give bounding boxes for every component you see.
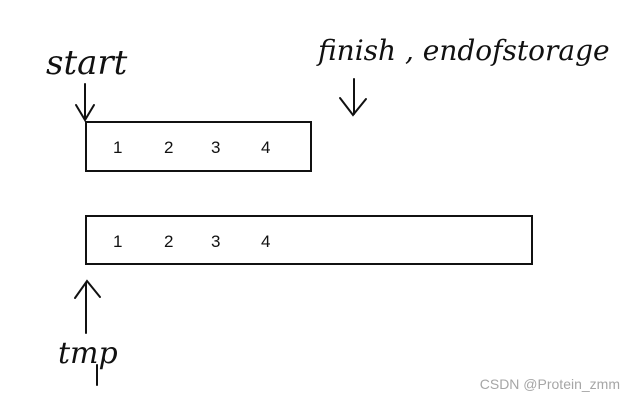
watermark: CSDN @Protein_zmm [479,376,620,392]
finish-arrow [339,78,367,117]
tmp-label: tmp [58,336,118,371]
old-array-cell: 3 [211,138,220,157]
new-array-cell: 4 [261,232,270,251]
old-array-box [85,121,312,172]
start-label: start [46,43,128,83]
tmp-arrow [74,279,101,386]
new-array-cell: 3 [211,232,220,251]
old-array-cell: 2 [164,138,173,157]
start-arrow [75,83,95,122]
finish-endofstorage-label: finish , endofstorage [316,34,610,67]
new-array-box [85,215,533,265]
new-array-cell: 2 [164,232,173,251]
old-array-cell: 4 [261,138,270,157]
new-array-cell: 1 [113,232,122,251]
old-array-cell: 1 [113,138,122,157]
